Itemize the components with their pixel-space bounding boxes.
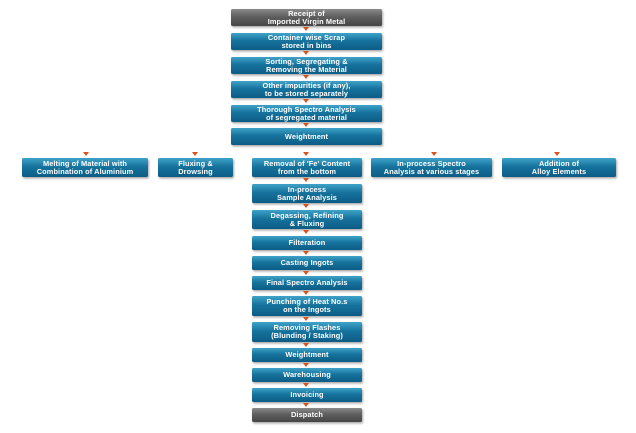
arrow-down-icon <box>303 363 309 367</box>
arrow-down-icon <box>83 152 89 156</box>
arrow-down-icon <box>303 152 309 156</box>
arrow-down-icon <box>303 123 309 127</box>
arrow-down-icon <box>192 152 198 156</box>
arrow-down-icon <box>303 291 309 295</box>
step-alloy-elements: Addition of Alloy Elements <box>502 158 616 177</box>
step-punching: Punching of Heat No.s on the Ingots <box>252 296 362 316</box>
arrow-down-icon <box>431 152 437 156</box>
step-filteration: Filteration <box>252 236 362 250</box>
step-casting: Casting Ingots <box>252 256 362 270</box>
arrow-down-icon <box>554 152 560 156</box>
step-invoicing: Invoicing <box>252 388 362 402</box>
step-fluxing: Fluxing & Drowsing <box>158 158 233 177</box>
step-final-spectro: Final Spectro Analysis <box>252 276 362 290</box>
step-inprocess-sample: In-process Sample Analysis <box>252 184 362 203</box>
arrow-down-icon <box>303 383 309 387</box>
arrow-down-icon <box>303 343 309 347</box>
step-inprocess-spectro: In-process Spectro Analysis at various s… <box>371 158 492 177</box>
step-removing-flashes: Removing Flashes (Blunding / Staking) <box>252 322 362 342</box>
arrow-down-icon <box>303 178 309 182</box>
step-removal-fe: Removal of 'Fe' Content from the bottom <box>252 158 362 177</box>
step-other-impurities: Other impurities (if any), to be stored … <box>231 81 382 98</box>
step-warehousing: Warehousing <box>252 368 362 382</box>
arrow-down-icon <box>303 204 309 208</box>
arrow-down-icon <box>303 317 309 321</box>
arrow-down-icon <box>303 51 309 55</box>
arrow-down-icon <box>303 230 309 234</box>
arrow-down-icon <box>303 99 309 103</box>
step-container-scrap: Container wise Scrap stored in bins <box>231 33 382 50</box>
step-melting: Melting of Material with Combination of … <box>22 158 148 177</box>
arrow-down-icon <box>303 271 309 275</box>
step-dispatch: Dispatch <box>252 408 362 422</box>
step-receipt: Receipt of Imported Virgin Metal <box>231 9 382 26</box>
step-degassing: Degassing, Refining & Fluxing <box>252 210 362 229</box>
step-weightment-2: Weightment <box>252 348 362 362</box>
step-sorting: Sorting, Segregating & Removing the Mate… <box>231 57 382 74</box>
arrow-down-icon <box>303 27 309 31</box>
arrow-down-icon <box>303 403 309 407</box>
arrow-down-icon <box>303 75 309 79</box>
step-weightment-1: Weightment <box>231 128 382 145</box>
arrow-down-icon <box>303 251 309 255</box>
step-spectro-analysis: Thorough Spectro Analysis of segregated … <box>231 105 382 122</box>
